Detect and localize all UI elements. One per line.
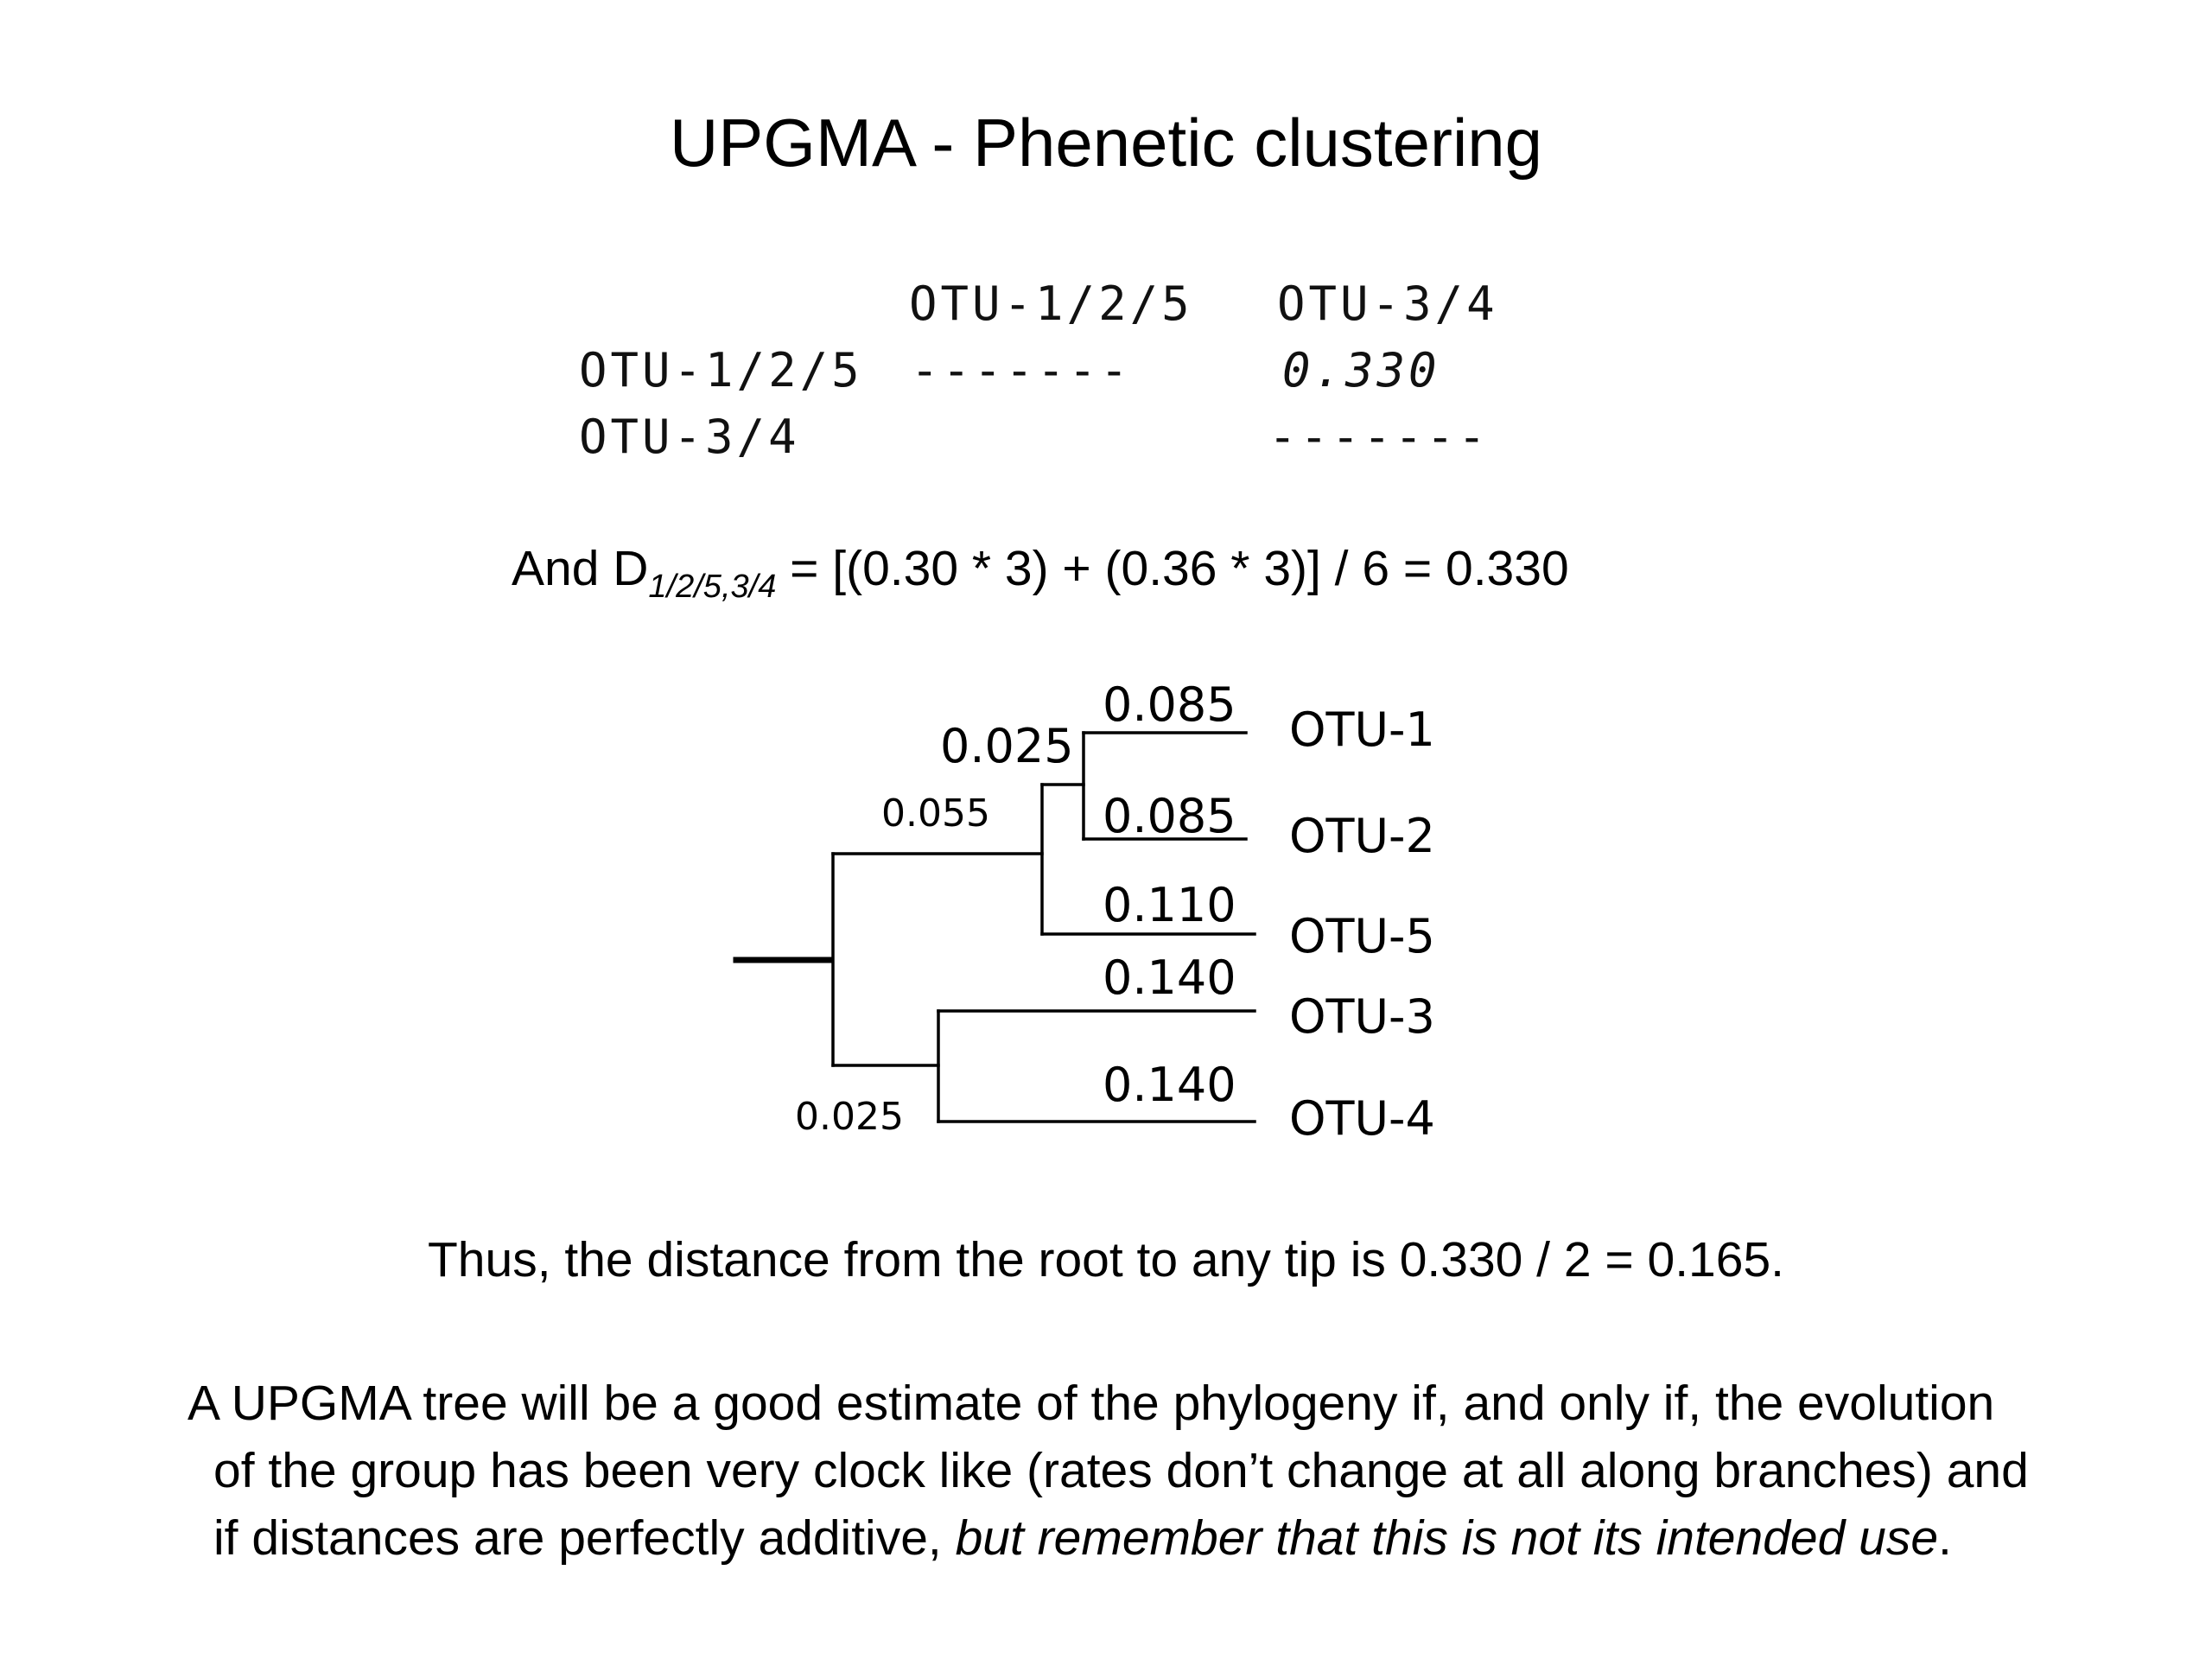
tip-label: OTU-4 xyxy=(1289,1091,1435,1146)
conclusion-text: Thus, the distance from the root to any … xyxy=(427,1232,1784,1287)
formula-prefix: And D xyxy=(512,541,649,596)
slide-title: UPGMA - Phenetic clustering xyxy=(669,105,1543,181)
branch-label-clade12: 0.025 xyxy=(940,719,1074,773)
paragraph-line: of the group has been very clock like (r… xyxy=(213,1443,2029,1498)
paragraph-line: A UPGMA tree will be a good estimate of … xyxy=(188,1376,1995,1431)
formula-subscript: 1/2/5,3/4 xyxy=(648,569,777,605)
tip-label: OTU-2 xyxy=(1289,809,1435,863)
matrix-cell: ------- xyxy=(911,343,1132,397)
matrix-col-header: OTU-1/2/5 xyxy=(909,276,1193,331)
matrix-cell: 0.330 xyxy=(1282,343,1440,397)
branch-label-otu3: 0.140 xyxy=(1103,950,1236,1005)
branch-label-clade125: 0.055 xyxy=(881,791,990,836)
tip-label: OTU-5 xyxy=(1289,909,1435,963)
explanation-paragraph: A UPGMA tree will be a good estimate of … xyxy=(0,1370,2212,1572)
paragraph-italic-text: but remember that this is not its intend… xyxy=(955,1510,1939,1566)
branch-label-otu1: 0.085 xyxy=(1103,677,1236,732)
paragraph-line: if distances are perfectly additive, but… xyxy=(0,1504,2212,1572)
distance-formula: And D1/2/5,3/4 = [(0.30 * 3) + (0.36 * 3… xyxy=(512,540,1569,606)
tip-label: OTU-3 xyxy=(1289,989,1435,1044)
matrix-cell: ------- xyxy=(1268,410,1490,464)
branch-label-clade34: 0.025 xyxy=(795,1095,904,1139)
matrix-col-header: OTU-3/4 xyxy=(1277,276,1498,331)
paragraph-text: if distances are perfectly additive, xyxy=(213,1510,956,1566)
branch-label-otu5: 0.110 xyxy=(1103,878,1236,932)
matrix-row-label: OTU-1/2/5 xyxy=(579,343,863,397)
paragraph-text: . xyxy=(1938,1510,1952,1566)
branch-label-otu4: 0.140 xyxy=(1103,1058,1236,1112)
branch-label-otu2: 0.085 xyxy=(1103,789,1236,843)
matrix-row-label: OTU-3/4 xyxy=(579,410,800,464)
tip-label: OTU-1 xyxy=(1289,702,1435,757)
formula-rest: = [(0.30 * 3) + (0.36 * 3)] / 6 = 0.330 xyxy=(776,541,1569,596)
